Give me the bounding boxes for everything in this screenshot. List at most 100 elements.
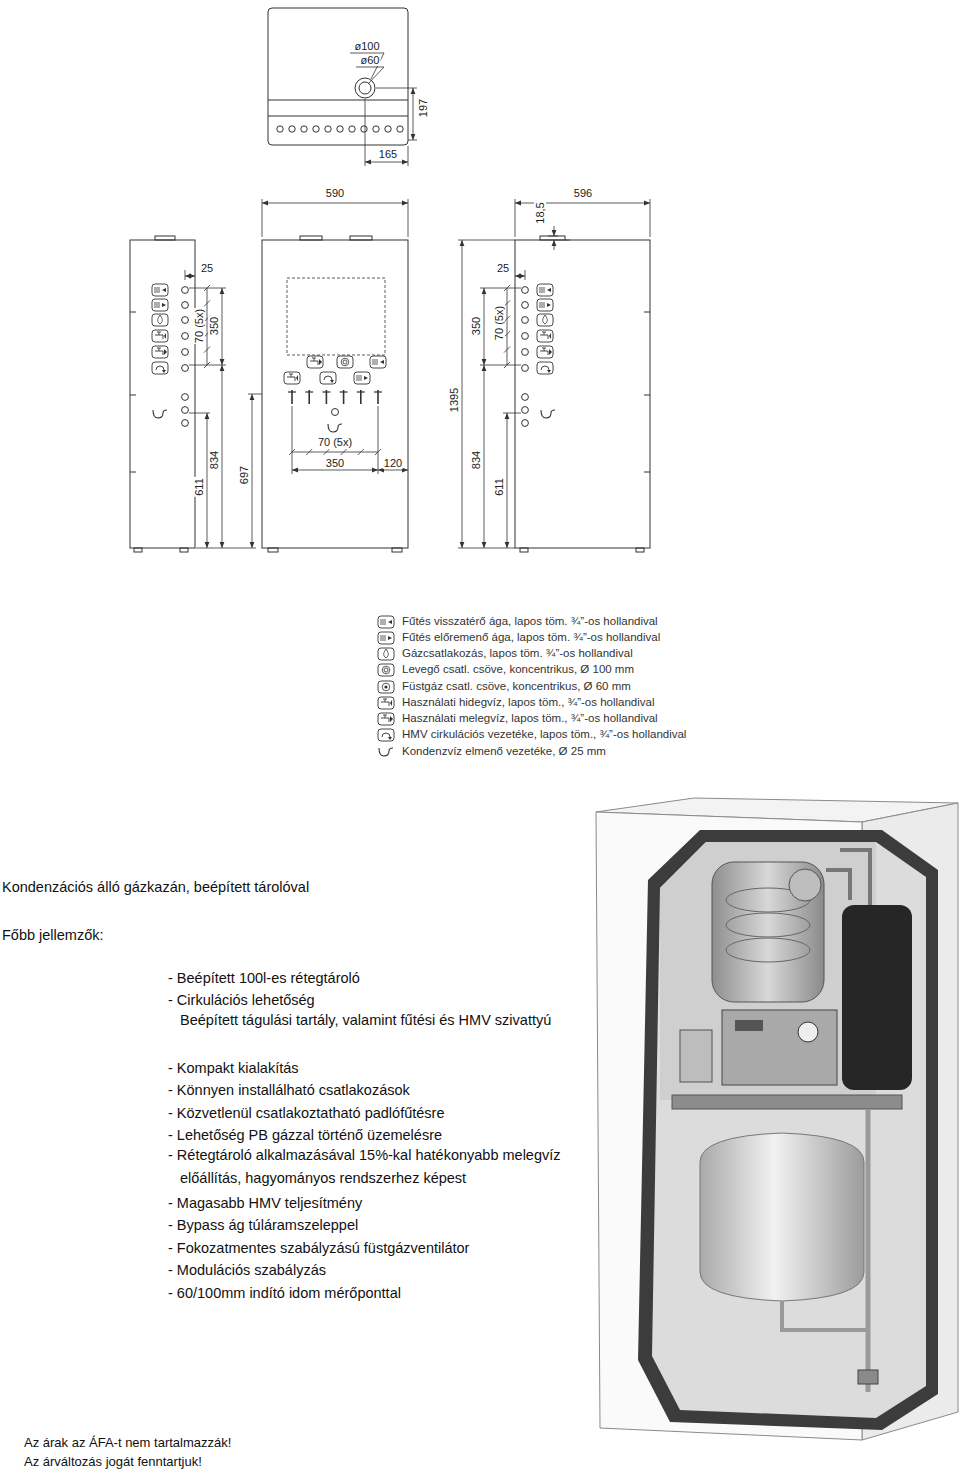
symbol-frame	[378, 697, 394, 709]
feature-text: - Modulációs szabályzás	[168, 1262, 326, 1279]
feature-text: - Fokozatmentes szabályzású füstgázventi…	[168, 1240, 469, 1257]
dimension-line	[484, 365, 485, 548]
siphon-glyph	[153, 410, 167, 418]
dimension-line	[484, 288, 485, 365]
symbol-frame	[378, 713, 394, 725]
legend-symbol	[378, 681, 394, 693]
connection-symbol	[337, 356, 353, 368]
tap-glyph	[287, 374, 295, 381]
radiator-glyph	[373, 359, 377, 365]
symbol-frame	[378, 648, 394, 660]
gas-glyph	[384, 649, 389, 658]
tap-glyph	[155, 348, 163, 355]
foot	[520, 548, 528, 552]
front-view-outline	[262, 240, 408, 548]
arrow-glyph	[319, 359, 322, 365]
dimension-label: 590	[325, 187, 345, 199]
panel-joint	[130, 312, 136, 313]
connection-hole	[182, 302, 189, 309]
boiler-illustration	[596, 798, 958, 1440]
connection-hole	[337, 126, 343, 132]
arrow-glyph	[388, 620, 392, 624]
symbol-frame	[152, 299, 168, 311]
dimension-line	[462, 240, 463, 548]
footer-note: Az árak az ÁFA-t nem tartalmazzák!	[24, 1435, 231, 1451]
foot	[392, 548, 402, 552]
coil	[726, 938, 810, 962]
connection-symbol	[328, 424, 342, 432]
air-pipe-circle	[355, 78, 375, 98]
connection-symbol	[153, 410, 167, 418]
feature-text: - Közvetlenül csatlakoztatható padlófűté…	[168, 1105, 444, 1122]
connection-symbol	[370, 356, 386, 368]
side-view-outline	[130, 240, 195, 548]
pump	[680, 1030, 712, 1082]
arrow-glyph	[388, 737, 392, 740]
tap-glyph	[540, 332, 548, 339]
symbol-frame	[320, 372, 336, 384]
arrow-glyph	[549, 333, 551, 339]
symbol-frame	[152, 346, 168, 358]
feature-text: Főbb jellemzők:	[2, 927, 104, 944]
symbol-frame	[537, 362, 553, 374]
dimension-label: 611	[493, 477, 505, 497]
radiator-glyph	[357, 375, 361, 381]
connection-hole	[182, 394, 189, 401]
heat-exchanger	[712, 862, 824, 1002]
extension-line	[408, 146, 409, 166]
right-side-view	[515, 236, 650, 552]
dimension-label: ø60	[360, 54, 381, 66]
symbol-frame	[284, 372, 300, 384]
connection-symbol	[152, 330, 168, 342]
left-side-view	[130, 236, 195, 552]
legend-symbol	[378, 664, 394, 676]
leader-line	[350, 53, 384, 79]
connection-symbol	[537, 284, 553, 296]
dimension-label: 25	[200, 262, 214, 274]
connection-hole	[385, 126, 391, 132]
dimension-tick	[204, 285, 210, 291]
dimension-label: 596	[573, 187, 593, 199]
arrow-glyph	[330, 380, 334, 383]
connection-symbol	[307, 356, 323, 368]
pipe	[782, 1301, 868, 1330]
feature-text: - Könnyen installálható csatlakozások	[168, 1082, 410, 1099]
tap-glyph	[540, 348, 548, 355]
extension-line	[376, 88, 417, 89]
dimension-tick	[504, 285, 510, 291]
circulation-glyph	[156, 366, 164, 370]
panel-edge	[268, 116, 408, 117]
dimension-label: 70 (5x)	[317, 436, 353, 448]
dimension-label: 70 (5x)	[493, 305, 505, 341]
arrow-glyph	[164, 333, 166, 339]
dimension-tick	[204, 300, 210, 306]
foot	[180, 548, 188, 552]
connection-hole	[361, 126, 367, 132]
dimension-tick	[289, 449, 295, 455]
tap-glyph	[381, 699, 389, 706]
extension-line	[185, 270, 186, 280]
connection-symbol	[537, 330, 553, 342]
tap-glyph	[155, 332, 163, 339]
feature-text: - 60/100mm indító idom mérőponttal	[168, 1285, 401, 1302]
connection-symbol	[537, 299, 553, 311]
dimension-line	[378, 470, 408, 471]
connection-symbol	[541, 410, 555, 418]
extension-line	[548, 236, 558, 237]
dimension-chain	[292, 452, 378, 453]
extension-line	[408, 140, 417, 141]
legend-text: Használati hidegvíz, lapos töm., ¾”-os h…	[402, 696, 655, 710]
dimension-label: 70 (5x)	[193, 308, 205, 344]
dimension-tick	[323, 449, 329, 455]
air-glyph	[343, 360, 347, 364]
expansion-tank	[842, 905, 912, 1090]
dimension-label: 697	[238, 465, 250, 485]
feature-text: Beépített tágulási tartály, valamint fűt…	[180, 1009, 572, 1032]
symbol-frame	[152, 330, 168, 342]
panel-joint	[644, 472, 650, 473]
arrow-glyph	[380, 360, 384, 364]
legend-text: Levegő csatl. csöve, koncentrikus, Ø 100…	[402, 663, 634, 677]
footer-note: Az árváltozás jogát fenntartjuk!	[24, 1454, 202, 1470]
extension-line	[480, 288, 521, 289]
extension-line	[458, 240, 515, 241]
